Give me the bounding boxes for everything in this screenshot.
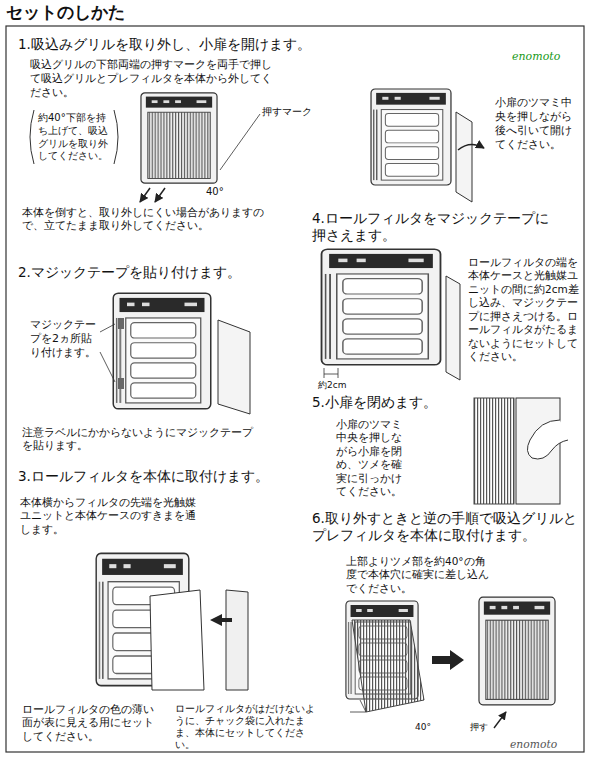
step6-figure (352, 620, 424, 712)
step3-figure (150, 590, 204, 690)
instruction-note: 上部よりツメ部を約40°の角度で本体穴に確実に差し込んでください。 (346, 555, 496, 595)
step4-figure (322, 249, 441, 365)
step6-figure (346, 597, 555, 728)
step1-figure (220, 114, 260, 170)
step6-figure (432, 650, 464, 670)
step1-figure (155, 188, 165, 202)
step4-figure (322, 249, 460, 380)
instruction-note: 約40°下部を持ち上げて、吸込グリルを取り外してください。 (38, 112, 110, 163)
step1-figure (140, 188, 150, 202)
step2-figure (118, 318, 124, 329)
step2-figure (218, 320, 250, 414)
instruction-note: 本体横からフィルタの先端を光触媒ユニットと本体ケースのすきまを通します。 (20, 496, 200, 536)
instruction-note: ロールフィルタがはだけないように、チャック袋に入れたまま、本体にセットしてくださ… (175, 703, 315, 752)
step2-figure (113, 293, 211, 409)
angle-label: 40° (206, 186, 224, 199)
step-heading: 3.ロールフィルタを本体に取付けます。 (18, 468, 269, 485)
step6-figure (494, 712, 506, 728)
step5-figure (474, 398, 514, 504)
step1-figure (371, 89, 451, 185)
instruction-note: 注意ラベルにかからないようにマジックテープを貼ります。 (22, 426, 262, 453)
step-heading: 5.小扉を閉めます。 (312, 394, 437, 411)
step1-figure (456, 112, 472, 202)
step-heading: 2.マジックテープを貼り付けます。 (18, 264, 241, 281)
watermark: enomoto (510, 738, 557, 752)
dimension-label: 約2cm (318, 380, 346, 392)
step6-figure (479, 597, 555, 705)
step4-figure (446, 276, 460, 380)
instruction-note: マジックテープを2ヵ所貼り付けます。 (30, 318, 98, 360)
frame (6, 26, 584, 752)
step3-figure (96, 553, 248, 690)
step2-figure (118, 378, 124, 389)
instruction-note: 小扉のツマミ中央を押しながら小扉を閉め、ツメを確実に引っかけてください。 (336, 418, 408, 499)
step1-figure (141, 93, 217, 183)
instruction-note: ロールフィルタの色の薄い面が表に見える用にセットしてください。 (22, 703, 157, 743)
step1-figure (458, 144, 484, 150)
step4-figure (324, 368, 338, 378)
step2-figure (100, 324, 115, 382)
step6-figure (350, 700, 366, 712)
instruction-note: ロールフィルタの端を本体ケースと光触媒ユニットの間に約2cm差し込み、マジックテ… (468, 256, 580, 364)
instruction-note: 本体を倒すと、取り外しにくい場合がありますので、立てたまま取り外してください。 (22, 206, 282, 233)
callout-label: 押すマーク (262, 106, 312, 119)
watermark: enomoto (512, 50, 560, 64)
step5-figure (474, 398, 568, 504)
step5-figure (527, 420, 568, 459)
callout-label: 押す (470, 722, 488, 734)
step-heading: 6.取り外すときと逆の手順で吸込グリルとプレフィルタを本体に取付けます。 (312, 510, 577, 545)
instruction-note: 吸込グリルの下部両端の押すマークを両手で押して吸込グリルとプレフィルタを本体から… (30, 58, 280, 100)
step-heading: 1.吸込みグリルを取り外し、小扉を開けます。 (18, 36, 318, 53)
step3-figure (210, 614, 232, 626)
page-title: セットのしかた (6, 2, 125, 24)
angle-label: 40° (415, 722, 431, 734)
step1-figure (30, 89, 484, 202)
step-heading: 4.ロールフィルタをマジックテープに押さえます。 (312, 210, 562, 245)
step2-figure (100, 293, 250, 414)
step1-figure (30, 110, 118, 164)
instruction-note: 小扉のツマミ中央を押しながら後へ引いて開けてください。 (495, 96, 575, 152)
frame (6, 26, 584, 752)
step3-figure (226, 590, 248, 690)
